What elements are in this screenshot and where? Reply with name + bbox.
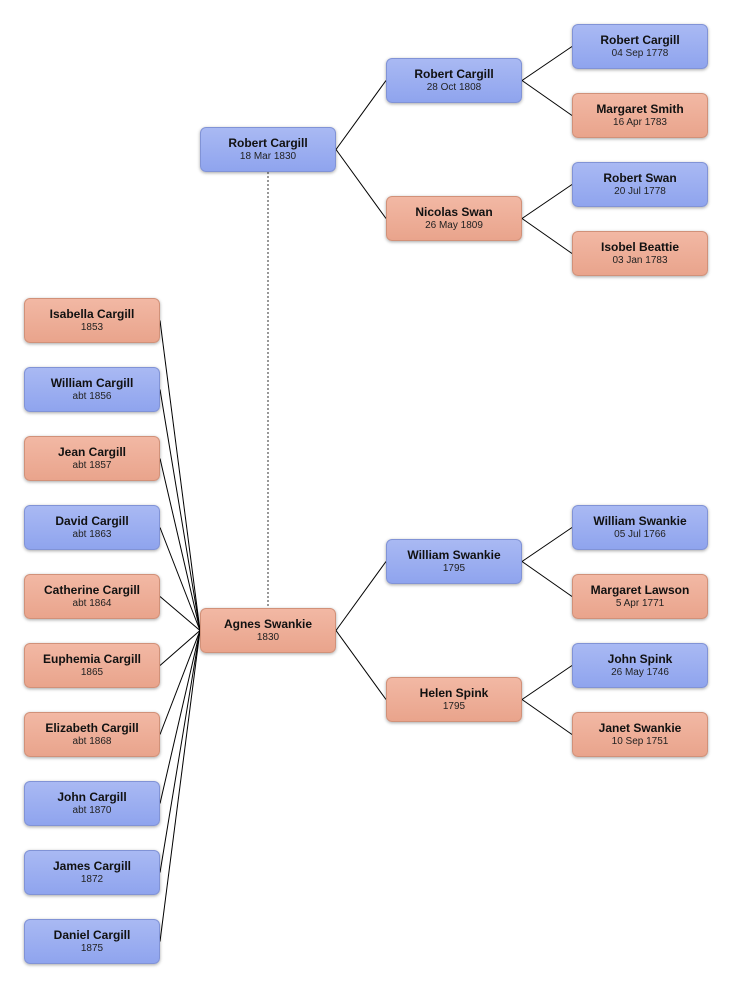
person-agnes-swankie[interactable]: Agnes Swankie 1830 xyxy=(200,608,336,653)
person-name: Robert Swan xyxy=(603,171,677,185)
person-date: abt 1868 xyxy=(72,736,112,747)
person-helen-spink[interactable]: Helen Spink 1795 xyxy=(386,677,522,722)
parent-connector xyxy=(521,184,573,219)
person-date: 04 Sep 1778 xyxy=(611,48,669,59)
person-name: Isobel Beattie xyxy=(600,240,680,254)
person-date: 05 Jul 1766 xyxy=(614,529,666,540)
person-robert-cargill-1830[interactable]: Robert Cargill 18 Mar 1830 xyxy=(200,127,336,172)
child-connector xyxy=(159,320,201,631)
person-date: 1795 xyxy=(442,701,466,712)
person-jean-cargill[interactable]: Jean Cargill abt 1857 xyxy=(24,436,160,481)
person-date: 1795 xyxy=(442,563,466,574)
child-connector xyxy=(159,389,201,631)
person-name: Robert Cargill xyxy=(600,33,680,47)
parent-connector xyxy=(335,80,387,150)
person-date: abt 1863 xyxy=(72,529,112,540)
person-name: Robert Cargill xyxy=(414,67,494,81)
person-date: 10 Sep 1751 xyxy=(611,736,669,747)
person-robert-swan[interactable]: Robert Swan 20 Jul 1778 xyxy=(572,162,708,207)
person-john-spink[interactable]: John Spink 26 May 1746 xyxy=(572,643,708,688)
person-name: Robert Cargill xyxy=(228,136,308,150)
person-isobel-beattie[interactable]: Isobel Beattie 03 Jan 1783 xyxy=(572,231,708,276)
parent-connector xyxy=(521,665,573,700)
person-daniel-cargill[interactable]: Daniel Cargill 1875 xyxy=(24,919,160,964)
parent-connector xyxy=(521,561,573,597)
person-name: Janet Swankie xyxy=(598,721,682,735)
parent-connector xyxy=(335,149,387,219)
child-connector xyxy=(159,527,201,631)
parent-connector xyxy=(335,630,387,700)
person-james-cargill[interactable]: James Cargill 1872 xyxy=(24,850,160,895)
person-name: John Spink xyxy=(607,652,673,666)
person-name: William Swankie xyxy=(593,514,687,528)
person-name: Daniel Cargill xyxy=(53,928,131,942)
person-date: 03 Jan 1783 xyxy=(612,255,668,266)
person-janet-swankie[interactable]: Janet Swankie 10 Sep 1751 xyxy=(572,712,708,757)
person-name: William Swankie xyxy=(407,548,501,562)
person-name: Isabella Cargill xyxy=(49,307,135,321)
person-david-cargill[interactable]: David Cargill abt 1863 xyxy=(24,505,160,550)
person-name: James Cargill xyxy=(52,859,132,873)
person-name: Catherine Cargill xyxy=(43,583,141,597)
person-date: abt 1857 xyxy=(72,460,112,471)
person-margaret-smith[interactable]: Margaret Smith 16 Apr 1783 xyxy=(572,93,708,138)
person-date: 20 Jul 1778 xyxy=(614,186,666,197)
parent-connector xyxy=(521,46,573,81)
person-name: David Cargill xyxy=(55,514,129,528)
person-date: 16 Apr 1783 xyxy=(613,117,667,128)
person-isabella-cargill[interactable]: Isabella Cargill 1853 xyxy=(24,298,160,343)
parent-connector xyxy=(335,561,387,631)
person-william-swankie-1795[interactable]: William Swankie 1795 xyxy=(386,539,522,584)
person-name: William Cargill xyxy=(50,376,134,390)
person-name: Helen Spink xyxy=(419,686,489,700)
person-name: Agnes Swankie xyxy=(223,617,313,631)
person-date: 5 Apr 1771 xyxy=(615,598,665,609)
person-date: 1875 xyxy=(80,943,104,954)
person-date: abt 1856 xyxy=(72,391,112,402)
person-date: 1853 xyxy=(80,322,104,333)
person-date: 1865 xyxy=(80,667,104,678)
person-william-swankie-1766[interactable]: William Swankie 05 Jul 1766 xyxy=(572,505,708,550)
person-date: 1830 xyxy=(256,632,280,643)
person-date: abt 1864 xyxy=(72,598,112,609)
person-robert-cargill-1808[interactable]: Robert Cargill 28 Oct 1808 xyxy=(386,58,522,103)
child-connector xyxy=(159,630,201,873)
child-connector xyxy=(159,630,201,804)
person-catherine-cargill[interactable]: Catherine Cargill abt 1864 xyxy=(24,574,160,619)
person-date: abt 1870 xyxy=(72,805,112,816)
person-euphemia-cargill[interactable]: Euphemia Cargill 1865 xyxy=(24,643,160,688)
parent-connector xyxy=(521,527,573,562)
parent-connector xyxy=(521,80,573,116)
person-name: Margaret Lawson xyxy=(590,583,690,597)
person-date: 26 May 1746 xyxy=(611,667,669,678)
child-connector xyxy=(159,630,201,735)
child-connector xyxy=(159,596,201,631)
person-robert-cargill-1778[interactable]: Robert Cargill 04 Sep 1778 xyxy=(572,24,708,69)
person-name: Margaret Smith xyxy=(596,102,684,116)
person-elizabeth-cargill[interactable]: Elizabeth Cargill abt 1868 xyxy=(24,712,160,757)
person-date: 28 Oct 1808 xyxy=(426,82,482,93)
person-name: John Cargill xyxy=(57,790,127,804)
parent-connector xyxy=(521,218,573,254)
person-date: 18 Mar 1830 xyxy=(239,151,297,162)
child-connector xyxy=(159,458,201,631)
child-connector xyxy=(159,630,201,942)
person-nicolas-swan[interactable]: Nicolas Swan 26 May 1809 xyxy=(386,196,522,241)
person-name: Jean Cargill xyxy=(57,445,127,459)
person-date: 26 May 1809 xyxy=(425,220,483,231)
person-margaret-lawson[interactable]: Margaret Lawson 5 Apr 1771 xyxy=(572,574,708,619)
child-connector xyxy=(159,630,201,666)
person-name: Euphemia Cargill xyxy=(42,652,142,666)
person-name: Elizabeth Cargill xyxy=(45,721,139,735)
person-william-cargill[interactable]: William Cargill abt 1856 xyxy=(24,367,160,412)
parent-connector xyxy=(521,699,573,735)
person-john-cargill[interactable]: John Cargill abt 1870 xyxy=(24,781,160,826)
person-name: Nicolas Swan xyxy=(415,205,493,219)
person-date: 1872 xyxy=(80,874,104,885)
